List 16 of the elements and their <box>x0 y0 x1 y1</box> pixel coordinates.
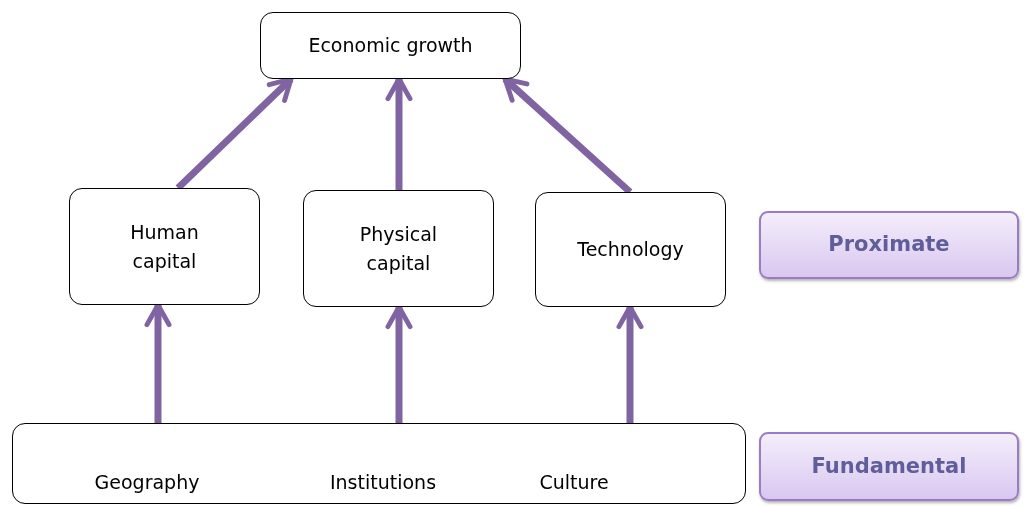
level-badge <box>759 211 1019 279</box>
factor-box <box>12 423 746 504</box>
process-box <box>260 12 521 79</box>
node-label: Physical capital <box>358 222 439 276</box>
process-box <box>303 190 494 307</box>
level-label: Fundamental <box>810 452 968 480</box>
node-label: Technology <box>576 237 685 263</box>
level-badge <box>759 432 1019 501</box>
node-label: Economic growth <box>307 33 474 59</box>
node-label: Culture <box>539 469 609 495</box>
node-label: Geography <box>94 469 200 495</box>
node-label: Human capital <box>129 220 200 274</box>
node-label: Institutions <box>329 469 437 495</box>
level-label: Proximate <box>827 231 951 259</box>
process-box <box>69 188 260 305</box>
process-box <box>535 192 726 307</box>
